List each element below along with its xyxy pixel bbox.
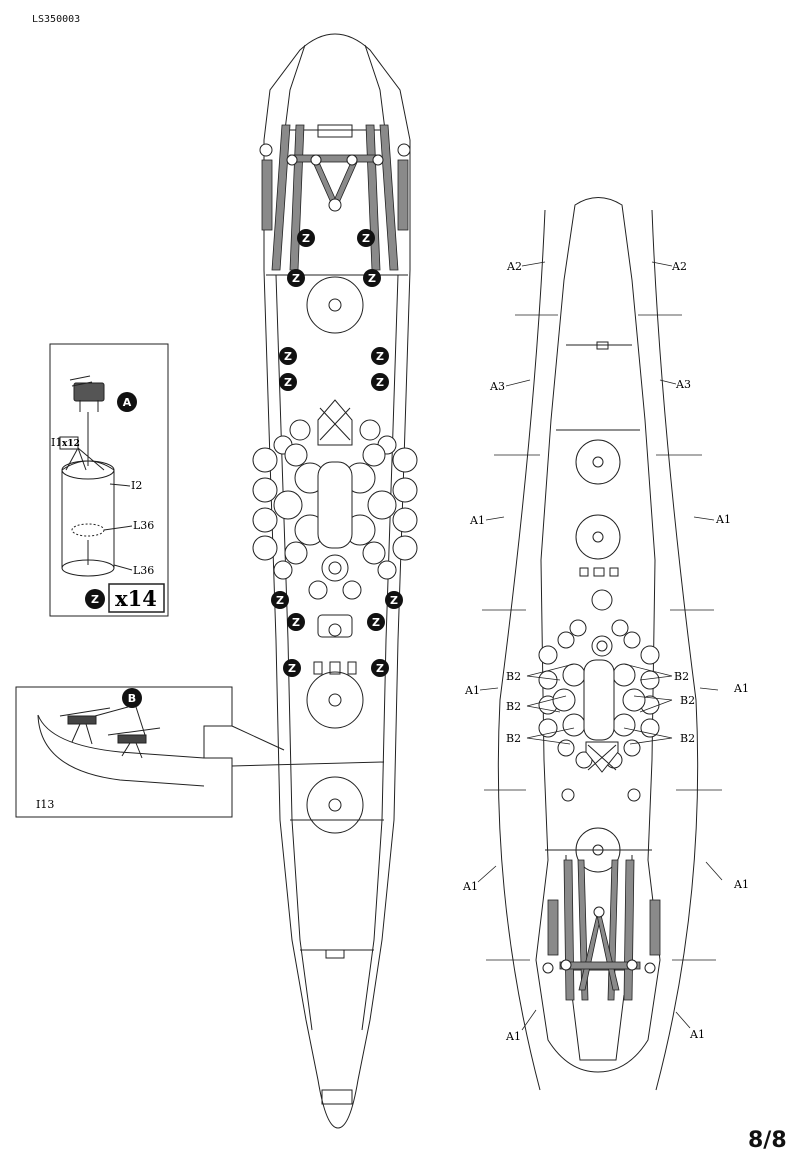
inset-a-callout: A (123, 396, 132, 409)
inset-a-box: A I1 x12 I2 L36 L36 Z x14 (49, 343, 169, 617)
right-hull-outline (535, 197, 661, 1073)
main-hull-outline (263, 33, 411, 1129)
label-b2-starboard-3: B2 (680, 732, 695, 745)
label-a2-port: A2 (506, 260, 522, 273)
label-a2-starboard: A2 (671, 260, 687, 273)
label-a1-port-3: A1 (462, 880, 478, 893)
right-turret-1 (575, 439, 621, 485)
label-a1-port-2: A1 (464, 684, 480, 697)
right-turret-2 (575, 514, 621, 560)
label-a1-starboard-1: A1 (715, 513, 731, 526)
main-hull-inner-line (275, 274, 313, 1031)
inset-a-part-l36-upper: L36 (133, 519, 154, 532)
label-a1-starboard-3: A1 (733, 878, 749, 891)
label-a1-starboard-2: A1 (733, 682, 749, 695)
right-turret-4 (575, 827, 621, 873)
hull-side-port (497, 209, 546, 1091)
inset-b-box: B I13 (15, 686, 233, 818)
label-a1-port-4: A1 (505, 1030, 521, 1043)
main-turret-1 (306, 276, 364, 334)
label-a3-starboard: A3 (675, 378, 691, 391)
inset-a-z-mark: Z (91, 593, 99, 606)
inset-a-part-l36-lower: L36 (133, 564, 154, 577)
main-ship-deck (252, 33, 418, 1129)
label-a1-starboard-4: A1 (689, 1028, 705, 1041)
inset-a-quantity: x14 (115, 586, 157, 611)
inset-a-part-i1: I1 (51, 436, 62, 449)
label-b2-port-3: B2 (506, 732, 521, 745)
label-a1-port-1: A1 (469, 514, 485, 527)
main-turret-4 (306, 776, 364, 834)
label-b2-port-1: B2 (506, 670, 521, 683)
main-turret-3 (306, 671, 364, 729)
inset-b-leader (231, 725, 385, 767)
inset-b-callout: B (128, 692, 136, 705)
inset-b-part: I13 (36, 798, 54, 811)
label-a3-port: A3 (489, 380, 505, 393)
label-b2-starboard-1: B2 (674, 670, 689, 683)
main-deckhouse (317, 461, 353, 549)
page-number: 8/8 (748, 1128, 787, 1153)
inset-a-part-i1-qty: x12 (62, 439, 80, 449)
document-code: LS350003 (32, 14, 81, 25)
right-stern-bars (547, 859, 661, 1001)
right-ship (482, 197, 722, 1091)
hull-side-starboard (651, 209, 699, 1091)
label-b2-starboard-2: B2 (680, 694, 695, 707)
label-b2-port-2: B2 (506, 700, 521, 713)
main-bow-bars (261, 124, 409, 271)
hull-labels: A2 A2 A3 A3 A1 A1 A1 A1 A1 A1 A1 A1 B2 B… (462, 260, 749, 1043)
label-leaders (477, 261, 723, 1031)
inset-a-part-i2: I2 (131, 479, 142, 492)
